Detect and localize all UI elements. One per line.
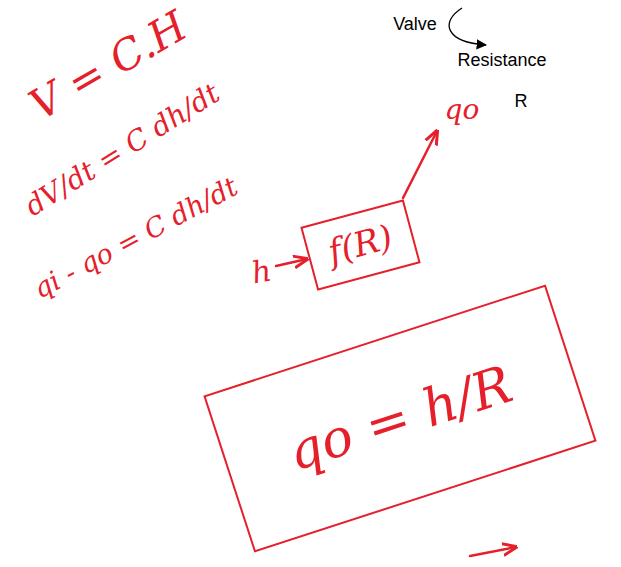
- part-name: Valve: [393, 14, 437, 35]
- equation-box: qo = h/R: [203, 284, 596, 552]
- signal-name: h: [249, 253, 274, 290]
- signal-name: qo: [445, 94, 480, 126]
- input-arrow: [276, 259, 307, 266]
- valve-bracket: [449, 8, 486, 45]
- stray-arrow: [470, 547, 516, 556]
- outflow-arrow: [403, 131, 437, 198]
- function-box: f(R): [300, 199, 420, 290]
- part-name: Resistance: [457, 50, 546, 71]
- node-text: qo = h/R: [281, 354, 520, 482]
- node-text: f(R): [324, 218, 397, 273]
- symbol-label: R: [515, 91, 528, 112]
